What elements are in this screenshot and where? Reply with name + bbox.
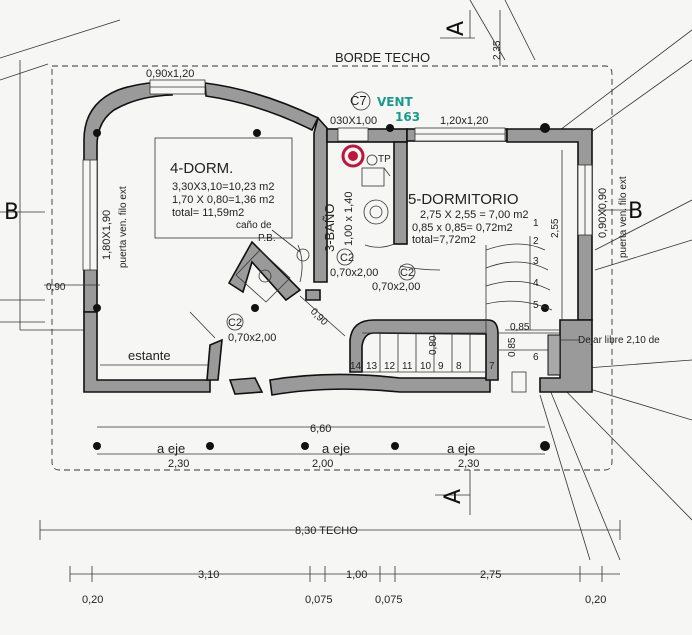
dim-085-b: 0,85 [507,337,518,357]
stairs [362,236,561,376]
dim-020-a: 0,20 [82,594,103,606]
dimension-lines [39,10,621,582]
window-right-note: puerta ven. filo ext [618,176,629,258]
dim-660: 6,60 [310,423,331,435]
vent-annotation-2: 163 [395,110,420,124]
pipe-label-1: caño de [236,220,272,231]
dim-230-a: 2,30 [168,458,189,470]
door-c2-label-c: C2 [228,317,242,329]
dim-080: 0,80 [428,335,439,355]
dim-230-b: 2,30 [458,458,479,470]
stair-step-12: 3 [533,256,539,267]
roof-edge-label: BORDE TECHO [335,50,430,65]
room5-name: 5-DORMITORIO [408,191,519,208]
dim-310: 3,10 [198,569,219,581]
vent-annotation-1: VENT [377,95,414,109]
section-markers [0,10,635,515]
dim-235: 2,35 [492,40,503,60]
stair-step-3: 12 [384,361,396,372]
window-120x120-label: 1,20x1,20 [440,115,488,127]
door-dim-b: 0,70x2,00 [372,281,420,293]
room5-area-1: 2,75 X 2,55 = 7,00 m2 [420,209,529,221]
room4-area-2: 1,70 X 0,80=1,36 m2 [172,194,274,206]
section-a-bottom: A [441,489,466,504]
stair-step-9: 6 [533,352,539,363]
door-c2-label-a: C2 [340,252,354,264]
clearance-note: Dejar libre 2,10 de [578,335,660,346]
dim-085-a: 0,85 [510,322,530,333]
dim-275: 2,75 [480,569,501,581]
axis-label-1: a eje [157,441,185,456]
axis-label-3: a eje [447,441,475,456]
stair-step-numbers: 14 13 12 11 10 9 8 7 6 5 4 3 2 1 [350,218,539,372]
section-b-left: B [4,200,19,225]
axis-label-2: a eje [322,441,350,456]
tp-label: TP [378,154,391,165]
window-030x100-label: 030X1,00 [330,115,377,127]
dim-diag-090: 0,90 [308,306,330,328]
shelf-label: estante [128,348,171,363]
window-left-note: puerta ven. filo ext [118,186,129,268]
stair-step-6: 9 [438,361,444,372]
stair-step-7: 8 [456,361,462,372]
dim-255: 2,55 [550,218,561,238]
vent-marker-icon [341,144,365,168]
window-left-dim: 1,80X1,90 [101,210,113,260]
stair-step-8: 7 [489,361,495,372]
window-right-dim: 0,90X0,90 [597,188,609,238]
dim-left-090: 0,90 [46,282,66,293]
closet-box [235,249,291,303]
doors [189,243,441,339]
section-a-top: A [444,21,469,36]
section-b-right: B [628,199,643,224]
pipe-icon [258,269,272,283]
stair-step-4: 11 [402,361,413,372]
door-c2-label-b: C2 [400,267,414,279]
room3-dim: 1,00 x 1,40 [343,192,355,246]
room5-area-2: 0,85 x 0,85= 0,72m2 [412,222,513,234]
axis-markers [93,441,550,451]
stair-step-13: 2 [533,236,539,247]
pipe-label-2: P.B. [258,233,276,244]
room4-total: total= 11,59m2 [172,207,244,219]
stair-step-1: 14 [350,361,362,372]
window-c7-label: C7 [350,93,367,108]
dim-100: 1,00 [346,569,367,581]
dim-0075-b: 0,075 [375,594,403,606]
stair-step-10: 5 [533,300,539,311]
room4-label-box [154,137,293,239]
room5-total: total=7,72m2 [412,234,476,246]
dim-830: 8,30 TECHO [295,525,358,537]
toilet-icon [363,199,389,225]
columns [93,123,550,312]
door-dim-c: 0,70x2,00 [228,332,276,344]
dim-200: 2,00 [312,458,333,470]
room4-name: 4-DORM. [170,160,233,177]
stair-step-11: 4 [533,278,539,289]
stair-step-2: 13 [366,361,378,372]
stair-step-5: 10 [420,361,432,372]
dim-020-b: 0,20 [585,594,606,606]
room4-area-1: 3,30X3,10=10,23 m2 [172,181,274,193]
door-dim-a: 0,70x2,00 [330,267,378,279]
bathroom-fixtures [361,154,391,225]
room3-name: 3-BAÑO [322,204,337,252]
sink-icon [361,167,385,187]
windows [82,79,593,393]
window-090x120-label: 0,90x1,20 [146,68,194,80]
stair-step-14: 1 [533,218,539,229]
dim-0075-a: 0,075 [305,594,333,606]
